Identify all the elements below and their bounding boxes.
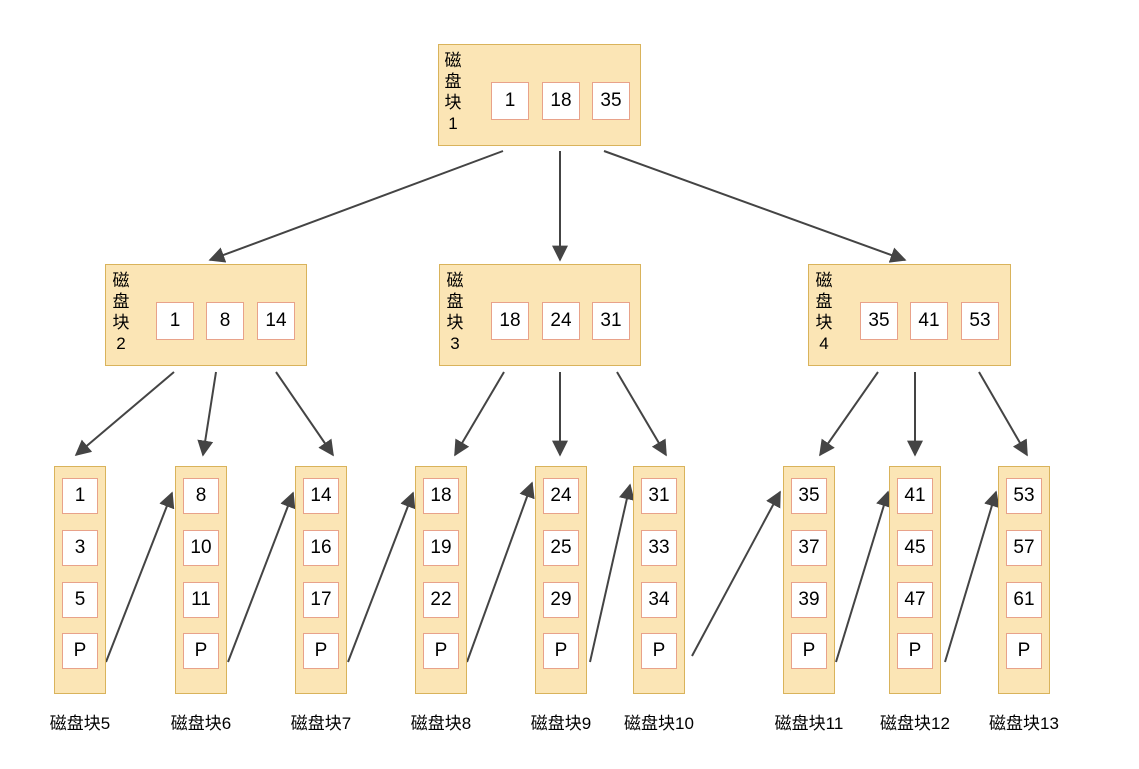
leaf-caption: 磁盘块8 <box>410 714 472 733</box>
leaf-caption: 磁盘块12 <box>880 714 950 733</box>
leaf-caption: 磁盘块9 <box>530 714 592 733</box>
key-cell: 8 <box>183 478 219 514</box>
key-cell: 14 <box>257 302 295 340</box>
pointer-arrow <box>616 371 667 457</box>
key-cell: 31 <box>592 302 630 340</box>
label-char: 2 <box>116 334 126 353</box>
label-char: 块 <box>444 93 462 112</box>
leaf-caption: 磁盘块5 <box>49 714 111 733</box>
key-cell: 24 <box>543 478 579 514</box>
key-cell: 33 <box>641 530 677 566</box>
internal-node-label: 磁盘块 2 <box>110 270 132 354</box>
key-cell: 10 <box>183 530 219 566</box>
pointer-arrow <box>603 150 907 263</box>
key-cell: 22 <box>423 582 459 618</box>
pointer-arrow <box>466 481 535 663</box>
leaf-pointer-cell: P <box>791 633 827 669</box>
label-char: 块 <box>446 313 464 332</box>
key-cell: 41 <box>897 478 933 514</box>
label-char: 块 <box>112 313 130 332</box>
internal-node-label: 磁盘块 1 <box>442 50 464 134</box>
internal-node-label: 磁盘块 3 <box>444 270 466 354</box>
label-char: 磁 <box>444 51 462 70</box>
key-cell: 31 <box>641 478 677 514</box>
key-cell: 29 <box>543 582 579 618</box>
label-char: 盘 <box>444 72 462 91</box>
label-char: 盘 <box>446 292 464 311</box>
key-cell: 61 <box>1006 582 1042 618</box>
key-cell: 41 <box>910 302 948 340</box>
pointer-arrow <box>74 371 175 457</box>
internal-node-label: 磁盘块 4 <box>813 270 835 354</box>
pointer-arrow <box>589 483 635 663</box>
key-cell: 11 <box>183 582 219 618</box>
label-char: 4 <box>819 334 829 353</box>
key-cell: 18 <box>491 302 529 340</box>
pointer-arrow <box>819 371 879 457</box>
label-char: 1 <box>448 114 458 133</box>
leaf-caption: 磁盘块6 <box>170 714 232 733</box>
label-char: 块 <box>815 313 833 332</box>
label-char: 磁 <box>815 271 833 290</box>
key-cell: 16 <box>303 530 339 566</box>
key-cell: 37 <box>791 530 827 566</box>
leaf-pointer-cell: P <box>641 633 677 669</box>
key-cell: 24 <box>542 302 580 340</box>
key-cell: 35 <box>791 478 827 514</box>
key-cell: 5 <box>62 582 98 618</box>
key-cell: 8 <box>206 302 244 340</box>
leaf-pointer-cell: P <box>1006 633 1042 669</box>
key-cell: 1 <box>62 478 98 514</box>
leaf-caption: 磁盘块13 <box>989 714 1059 733</box>
pointer-arrow <box>227 491 296 663</box>
key-cell: 14 <box>303 478 339 514</box>
key-cell: 17 <box>303 582 339 618</box>
key-cell: 18 <box>542 82 580 120</box>
key-cell: 47 <box>897 582 933 618</box>
key-cell: 45 <box>897 530 933 566</box>
key-cell: 1 <box>156 302 194 340</box>
leaf-pointer-cell: P <box>303 633 339 669</box>
leaf-pointer-cell: P <box>423 633 459 669</box>
label-char: 盘 <box>815 292 833 311</box>
leaf-pointer-cell: P <box>62 633 98 669</box>
key-cell: 39 <box>791 582 827 618</box>
key-cell: 25 <box>543 530 579 566</box>
pointer-arrow <box>691 490 781 657</box>
pointer-arrow <box>978 371 1028 457</box>
leaf-pointer-cell: P <box>183 633 219 669</box>
pointer-arrow <box>454 371 505 457</box>
leaf-pointer-cell: P <box>543 633 579 669</box>
key-cell: 57 <box>1006 530 1042 566</box>
pointer-arrow <box>275 371 334 457</box>
key-cell: 53 <box>1006 478 1042 514</box>
key-cell: 34 <box>641 582 677 618</box>
key-cell: 18 <box>423 478 459 514</box>
pointer-arrow <box>944 490 1000 663</box>
leaf-caption: 磁盘块7 <box>290 714 352 733</box>
leaf-pointer-cell: P <box>897 633 933 669</box>
pointer-arrow <box>835 490 892 663</box>
label-char: 磁 <box>112 271 130 290</box>
key-cell: 53 <box>961 302 999 340</box>
key-cell: 35 <box>592 82 630 120</box>
leaf-caption: 磁盘块10 <box>624 714 694 733</box>
key-cell: 35 <box>860 302 898 340</box>
key-cell: 1 <box>491 82 529 120</box>
pointer-arrow <box>197 371 217 457</box>
label-char: 盘 <box>112 292 130 311</box>
key-cell: 19 <box>423 530 459 566</box>
key-cell: 3 <box>62 530 98 566</box>
pointer-arrow <box>105 491 175 663</box>
label-char: 磁 <box>446 271 464 290</box>
pointer-arrow <box>208 150 504 263</box>
label-char: 3 <box>450 334 460 353</box>
leaf-caption: 磁盘块11 <box>774 714 844 733</box>
pointer-arrow <box>347 491 416 663</box>
